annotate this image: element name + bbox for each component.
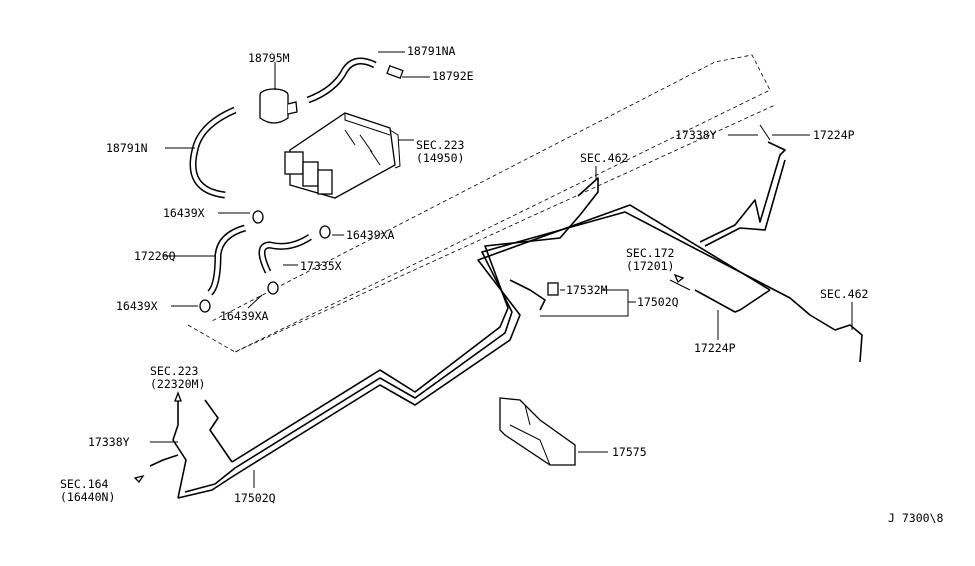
label-16439x-1: 16439X [163, 206, 205, 220]
label-sec223-canister: SEC.223 [416, 138, 465, 152]
canister [284, 112, 401, 199]
label-17224p-upper: 17224P [813, 128, 855, 142]
diagram-reference-code: J 7300\8 [888, 511, 943, 525]
label-sec223-lower: SEC.223 [150, 364, 199, 378]
label-17338y-upper: 17338Y [675, 128, 717, 142]
label-sec164: SEC.164 [60, 477, 109, 491]
label-17224p-lower: 17224P [694, 341, 736, 355]
label-17226q: 17226Q [134, 249, 176, 263]
label-17502q-lower: 17502Q [234, 491, 276, 505]
label-sec462-right: SEC.462 [820, 287, 868, 301]
label-17575: 17575 [612, 445, 647, 459]
hoses [189, 57, 404, 313]
label-sec462-upper: SEC.462 [580, 151, 628, 165]
label-16439xa-1: 16439XA [346, 228, 395, 242]
valve-18795m [259, 62, 298, 124]
label-16439xa-2: 16439XA [220, 309, 269, 323]
label-17532m: 17532M [566, 283, 608, 297]
leader-lines [150, 51, 853, 488]
label-sec223-canister-sub: (14950) [416, 151, 464, 165]
label-sec172-sub: (17201) [626, 259, 674, 273]
part-labels: 18795M 18791NA 18792E 18791N SEC.223 (14… [60, 44, 943, 525]
label-17338y-lower: 17338Y [88, 435, 130, 449]
label-sec164-sub: (16440N) [60, 490, 115, 504]
label-sec223-lower-sub: (22320M) [150, 377, 205, 391]
bracket-17575 [499, 397, 576, 466]
label-18791n: 18791N [106, 141, 148, 155]
label-16439x-2: 16439X [116, 299, 158, 313]
label-17335x: 17335X [300, 259, 342, 273]
label-18791na: 18791NA [407, 44, 456, 58]
label-17502q-upper: 17502Q [637, 295, 679, 309]
tube-bundle [133, 124, 863, 499]
label-sec172: SEC.172 [626, 246, 674, 260]
label-18795m: 18795M [248, 51, 290, 65]
label-18792e: 18792E [432, 69, 474, 83]
dashed-outline [187, 54, 776, 353]
